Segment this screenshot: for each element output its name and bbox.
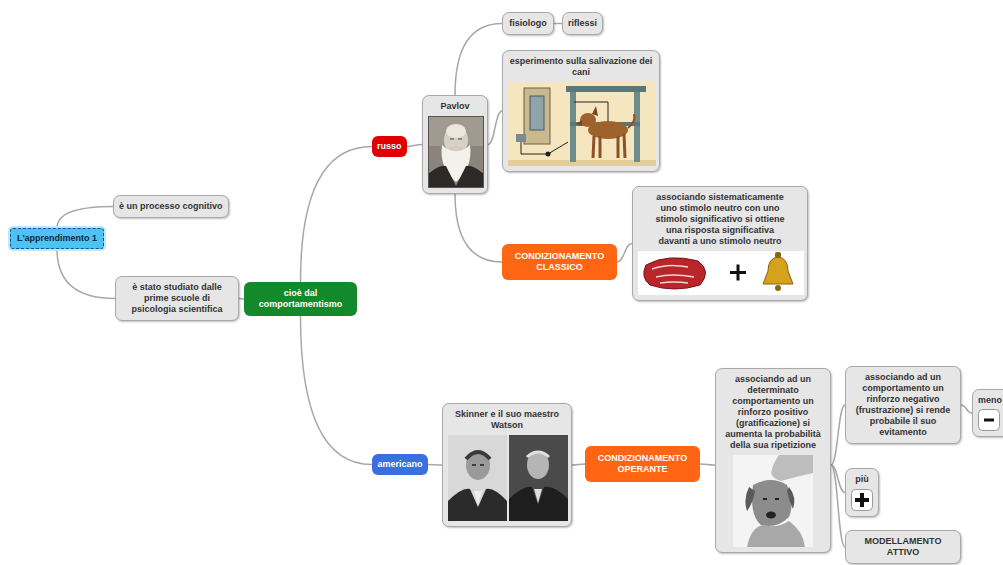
- branch-box: russo: [372, 136, 407, 157]
- topic-box: meno: [972, 389, 1003, 437]
- branch-connector: [831, 405, 845, 465]
- plus-icon: [851, 489, 873, 511]
- branch-connector: [617, 244, 632, 263]
- branch-connector: [407, 145, 422, 147]
- node-text: riflessi: [568, 18, 597, 29]
- topic-box: associando ad un determinato comportamen…: [715, 368, 831, 553]
- topic-box: riflessi: [562, 12, 603, 35]
- stimulus-illustration: [638, 251, 804, 295]
- node-text: meno: [978, 395, 1003, 406]
- branch-connector: [455, 24, 502, 96]
- branch-connector: [301, 147, 373, 283]
- branch-connector: [301, 316, 373, 465]
- branch-connector: [961, 405, 972, 413]
- node-text: americano: [377, 459, 423, 470]
- minus-icon: [978, 409, 1000, 431]
- node-text: associando sistematicamente uno stimolo …: [655, 192, 785, 247]
- node-text: L'apprendimento 1: [16, 233, 98, 244]
- node-text: associando ad un determinato comportamen…: [721, 374, 825, 451]
- topic-box: è un processo cognitivo: [113, 195, 229, 218]
- node-text: associando ad un comportamento un rinfor…: [851, 372, 955, 438]
- branch-connector: [57, 249, 115, 299]
- person-box: Pavlov: [422, 95, 488, 194]
- root-topic: L'apprendimento 1: [10, 228, 104, 249]
- node-text: Skinner e il suo maestro Watson: [448, 409, 566, 431]
- node-text: fisiologo: [508, 18, 548, 29]
- portrait-photos: [448, 435, 568, 521]
- topic-box: è stato studiato dalle prime scuole di p…: [115, 276, 239, 321]
- node-text: più: [851, 474, 873, 485]
- topic-box: esperimento sulla salivazione dei cani: [502, 50, 660, 172]
- dog-photo: [733, 455, 813, 547]
- branch-connector: [455, 194, 502, 262]
- branch-connector: [572, 464, 585, 465]
- branch-connector: [700, 464, 715, 465]
- topic-box: fisiologo: [502, 12, 554, 35]
- topic-box: più: [845, 468, 879, 517]
- concept-box: CONDIZIONAMENTO OPERANTE: [585, 446, 700, 482]
- node-text: russo: [377, 141, 402, 152]
- node-text: CONDIZIONAMENTO OPERANTE: [591, 453, 694, 475]
- portrait-photo: [428, 116, 484, 188]
- experiment-illustration: [508, 82, 656, 166]
- node-text: cioè dal comportamentismo: [250, 288, 351, 310]
- node-text: è stato studiato dalle prime scuole di p…: [121, 282, 233, 315]
- node-text: MODELLAMENTO ATTIVO: [851, 536, 955, 558]
- branch-connector: [57, 207, 113, 229]
- branch-connector: [831, 465, 845, 547]
- branch-box: cioè dal comportamentismo: [244, 282, 357, 316]
- node-text: Pavlov: [428, 101, 482, 112]
- node-text: esperimento sulla salivazione dei cani: [508, 56, 654, 78]
- person-box: Skinner e il suo maestro Watson: [442, 403, 572, 527]
- concept-box: CONDIZIONAMENTO CLASSICO: [502, 244, 617, 280]
- topic-box: associando ad un comportamento un rinfor…: [845, 366, 961, 444]
- topic-box: MODELLAMENTO ATTIVO: [845, 530, 961, 564]
- topic-box: associando sistematicamente uno stimolo …: [632, 186, 808, 301]
- branch-connector: [428, 464, 442, 466]
- node-text: è un processo cognitivo: [119, 201, 223, 212]
- node-text: CONDIZIONAMENTO CLASSICO: [508, 251, 611, 273]
- branch-connector: [554, 23, 562, 25]
- branch-connector: [488, 111, 502, 145]
- branch-box: americano: [372, 454, 428, 475]
